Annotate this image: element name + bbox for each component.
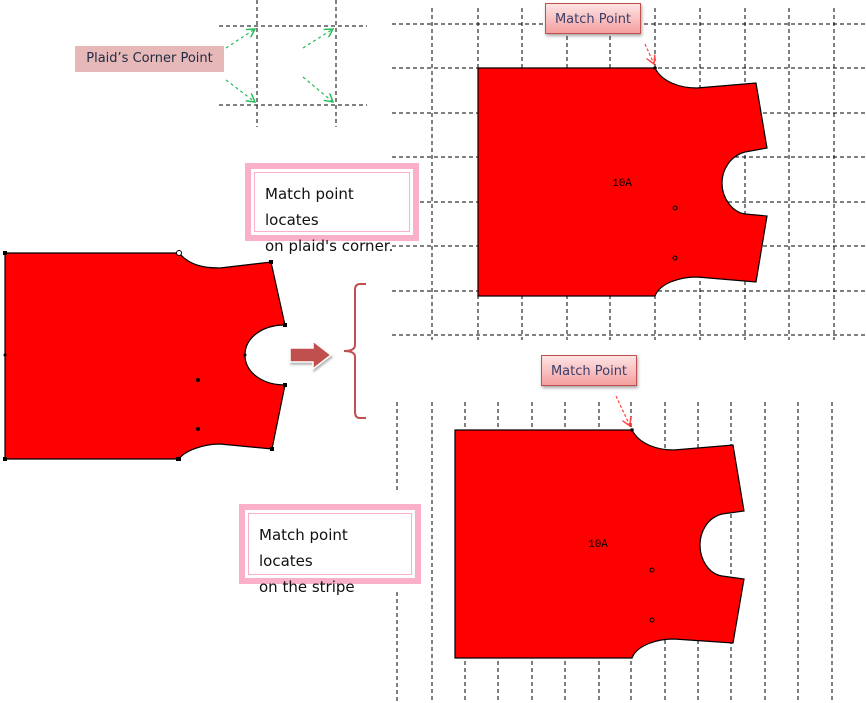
original-pattern-piece[interactable] [4, 252, 286, 460]
note-stripe-line1: Match point locates [259, 526, 348, 570]
note-stripe: Match point locates on the stripe [239, 504, 421, 596]
note-stripe-line2: on the stripe [259, 578, 355, 596]
right-arrow-icon [289, 339, 333, 371]
plaid-sample-grid [219, 0, 367, 127]
piece-notch-points [3, 250, 287, 461]
match-point-arrow-top [644, 43, 654, 64]
note-plaid-corner: Match point locates on plaid's corner. [245, 163, 419, 255]
note-plaid-line1: Match point locates [265, 185, 354, 229]
corner-guide-arrows [225, 29, 333, 102]
curly-brace [343, 283, 366, 419]
match-point-arrow-bottom [615, 395, 630, 426]
piece-size-label-bottom: 10A [588, 539, 608, 551]
match-point-label-top: Match Point [545, 3, 641, 34]
stripe-placed-piece[interactable] [454, 428, 745, 659]
plaid-corner-point-label: Plaid’s Corner Point [75, 46, 224, 72]
note-plaid-line2: on plaid's corner. [265, 237, 394, 255]
piece-size-label-top: 10A [612, 178, 632, 190]
match-point-label-bottom: Match Point [541, 355, 637, 386]
plaid-placed-piece[interactable] [477, 66, 768, 297]
